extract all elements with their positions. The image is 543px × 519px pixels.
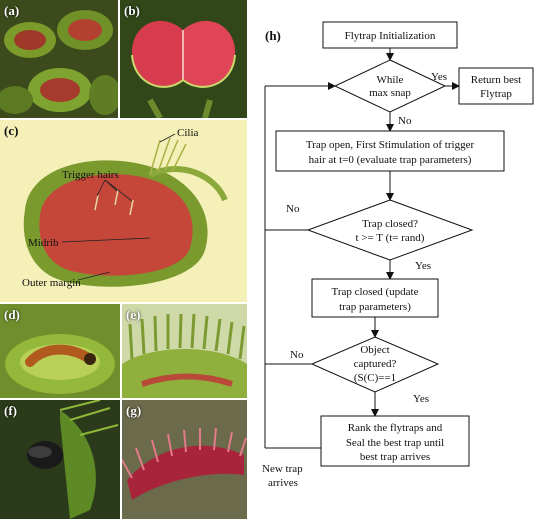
photo-panel-f: (f) [0,400,120,519]
label-midrib: Midrib [28,237,59,249]
trap-teeth-illustration [122,304,247,398]
captured-text-3: (S(C)==1 [354,372,396,384]
photo-panel-e: (e) [122,304,247,398]
rank-box [320,415,470,467]
trap-closed-decision-diamond [306,199,474,261]
trap-closed-box [311,278,439,318]
photo-panel-b: (b) [120,0,247,118]
panel-label-a: (a) [4,3,20,18]
new-trap-text-2: arrives [268,477,298,489]
panel-label-d: (d) [4,307,20,322]
photo-panel-d: (d) [0,304,120,398]
caterpillar-trap-illustration [0,304,120,398]
panel-label-g: (g) [126,403,142,418]
photo-panel-c: Cilia Trigger hairs Midrib Outer margin … [0,120,247,302]
no-label-2: No [286,203,300,215]
rank-text-2: Seal the best trap until [346,437,444,449]
label-outer-margin: Outer margin [22,277,81,289]
return-text-1: Return best [471,74,521,86]
stimulation-text-2: hair at t=0 (evaluate trap parameters) [309,154,472,166]
flytrap-cluster-illustration [0,0,118,118]
stimulation-box [275,130,505,172]
trap-closed-text-2: trap parameters) [339,301,411,313]
panel-label-h: (h) [265,28,281,43]
rank-text-3: best trap arrives [360,451,430,463]
loop-decision-diamond [333,59,447,113]
photo-panel-g: (g) [122,400,247,519]
new-trap-text-1: New trap [262,463,303,475]
return-box [458,67,534,105]
fly-trap-illustration [0,400,120,519]
init-text: Flytrap Initialization [345,30,436,42]
label-trigger-hairs: Trigger hairs [62,169,119,181]
captured-text-1: Object [360,344,389,356]
panel-label-f: (f) [4,403,17,418]
return-text-2: Flytrap [480,88,512,100]
label-cilia: Cilia [177,127,199,139]
no-label-1: No [398,115,412,127]
photo-panel-a: (a) [0,0,118,118]
loop-text-2: max snap [369,87,411,99]
stimulation-text-1: Trap open, First Stimulation of trigger [306,139,475,151]
captured-text-2: captured? [354,358,397,370]
yes-label-3: Yes [413,393,429,405]
loop-text-1: While [377,74,404,86]
no-label-3: No [290,349,304,361]
yes-label-1: Yes [431,71,447,83]
rank-text-1: Rank the flytraps and [348,422,443,434]
panel-label-c: (c) [4,123,19,138]
panel-label-e: (e) [126,307,141,322]
trap-closed-text-1: Trap closed (update [332,286,419,298]
trap-closed-q-text-1: Trap closed? [362,218,418,230]
trap-closed-q-text-2: t >= T (t= rand) [356,232,425,244]
yes-label-2: Yes [415,260,431,272]
trap-anatomy-illustration: Cilia Trigger hairs Midrib Outer margin [0,120,247,302]
red-trap-illustration [122,400,247,519]
panel-label-b: (b) [124,3,140,18]
open-trap-illustration [120,0,247,118]
